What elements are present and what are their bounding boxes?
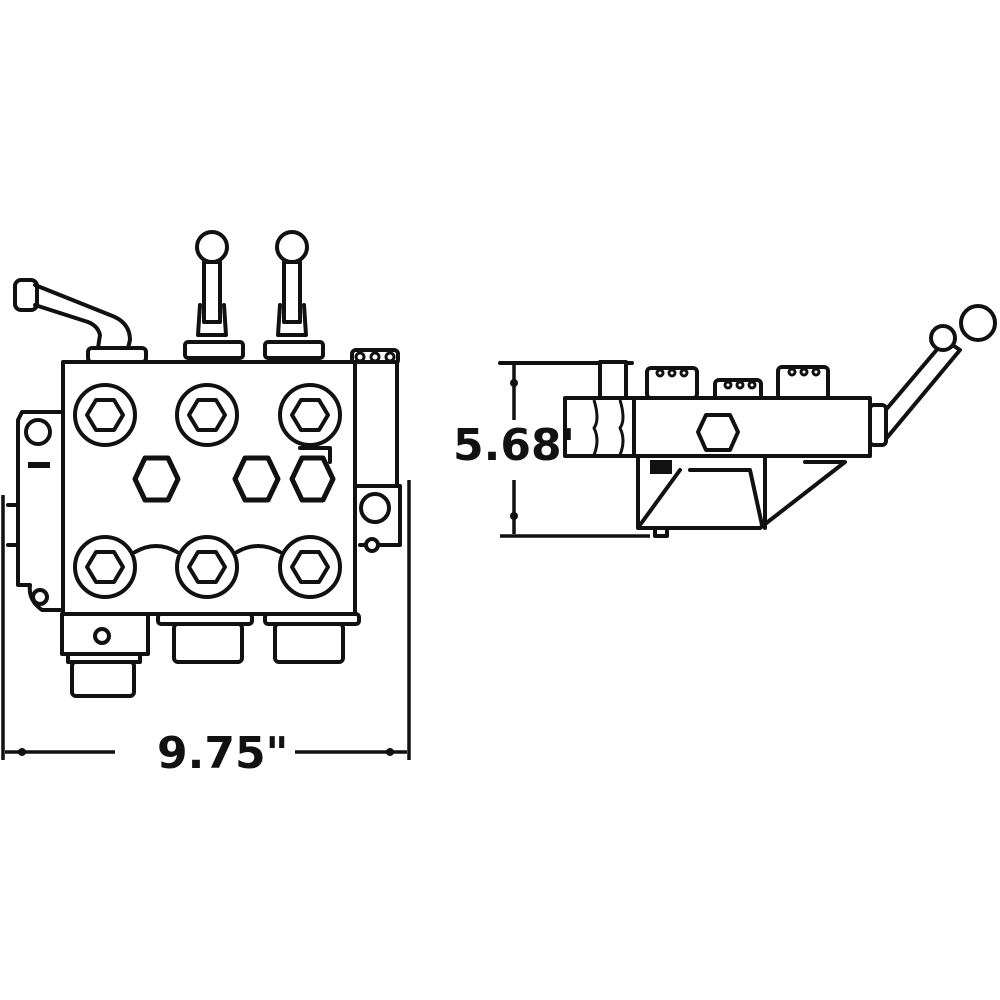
front-view: 9.75"	[1, 230, 411, 779]
spool-caps	[60, 612, 361, 698]
spool-handle-1	[183, 230, 245, 360]
height-dimension: 5.68'	[453, 361, 650, 538]
port-row-bottom	[73, 535, 342, 599]
spool-handle-2	[263, 230, 325, 360]
left-handle	[13, 278, 148, 364]
port-row-middle	[132, 446, 336, 503]
side-view: 5.68'	[453, 304, 997, 538]
side-lever	[868, 304, 997, 447]
port-row-top	[73, 383, 342, 447]
width-dimension-label: 9.75"	[157, 728, 288, 779]
height-dimension-label: 5.68'	[453, 420, 575, 471]
side-body	[632, 396, 872, 458]
width-dimension: 9.75"	[1, 480, 411, 779]
